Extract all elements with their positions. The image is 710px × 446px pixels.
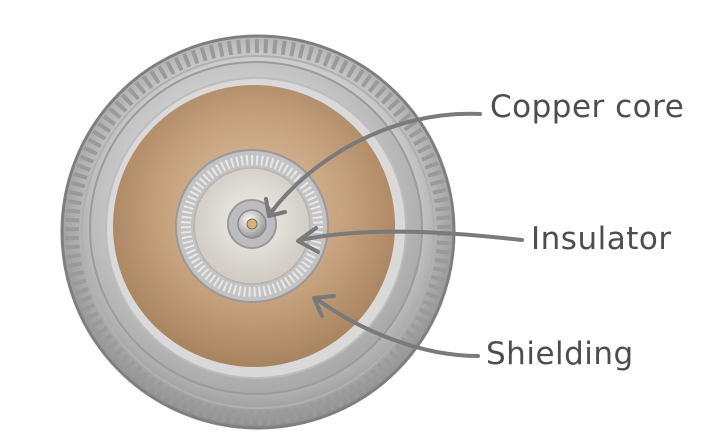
copper-core [227, 199, 277, 249]
label-insulator: Insulator [531, 221, 672, 257]
label-copper-core: Copper core [490, 89, 685, 125]
callout-arrow-copper [264, 111, 482, 218]
label-shielding: Shielding [486, 336, 634, 372]
callout-arrow-shielding [312, 294, 480, 358]
callout-arrow-insulator [296, 226, 524, 254]
